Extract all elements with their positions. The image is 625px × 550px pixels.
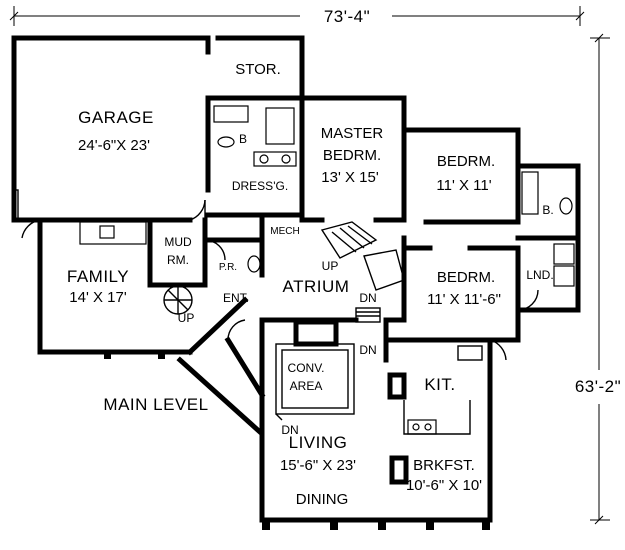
room-label-powder-room: P.R. bbox=[219, 262, 237, 273]
walls bbox=[11, 35, 581, 523]
room-size-bedroom-2: 11' X 11' bbox=[436, 177, 491, 194]
stair-label-up-atrium: UP bbox=[322, 259, 339, 273]
room-label-family: FAMILY bbox=[67, 267, 129, 286]
room-size-living: 15'-6" X 23' bbox=[280, 457, 356, 474]
room-label-laundry: LND. bbox=[526, 268, 553, 282]
room-label-master-2: BEDRM. bbox=[323, 147, 381, 164]
room-label-bedroom-2: BEDRM. bbox=[437, 153, 495, 170]
stair-label-dn-living: DN bbox=[281, 423, 298, 437]
room-label-conv-area-2: AREA bbox=[290, 379, 323, 393]
room-size-master: 13' X 15' bbox=[321, 169, 379, 186]
room-label-dressing: DRESS'G. bbox=[232, 179, 288, 193]
stair-label-up-family: UP bbox=[178, 311, 195, 325]
stair-label-dn-atrium: DN bbox=[359, 291, 376, 305]
posts bbox=[104, 352, 490, 530]
overall-width-dimension: 73'-4" bbox=[324, 7, 370, 26]
room-label-bedroom-3: BEDRM. bbox=[437, 269, 495, 286]
room-size-family: 14' X 17' bbox=[69, 289, 127, 306]
room-label-garage: GARAGE bbox=[78, 108, 154, 127]
room-label-conv-area: CONV. bbox=[288, 361, 325, 375]
room-label-bath-2: B. bbox=[542, 203, 553, 217]
room-label-mudroom-2: RM. bbox=[167, 253, 189, 267]
room-label-atrium: ATRIUM bbox=[283, 277, 350, 296]
dimension-lines bbox=[9, 6, 620, 525]
room-label-master: MASTER bbox=[321, 125, 384, 142]
room-label-entry: ENT. bbox=[223, 291, 249, 305]
room-label-breakfast: BRKFST. bbox=[413, 457, 475, 474]
room-size-bedroom-3: 11' X 11'-6" bbox=[427, 291, 501, 308]
room-label-dining: DINING bbox=[296, 491, 349, 508]
room-label-master-bath: B bbox=[239, 132, 247, 146]
room-label-mudroom: MUD bbox=[164, 235, 192, 249]
room-label-living: LIVING bbox=[289, 433, 348, 452]
fixtures bbox=[79, 105, 575, 485]
room-label-kitchen: KIT. bbox=[424, 375, 455, 394]
room-label-storage: STOR. bbox=[235, 61, 281, 78]
door-swings bbox=[21, 199, 539, 361]
room-size-breakfast: 10'-6" X 10' bbox=[406, 477, 482, 494]
stair-label-dn-conv: DN bbox=[359, 343, 376, 357]
level-label: MAIN LEVEL bbox=[103, 395, 208, 414]
overall-depth-dimension: 63'-2" bbox=[575, 377, 621, 396]
room-label-mech: MECH bbox=[270, 226, 299, 237]
room-size-garage: 24'-6"X 23' bbox=[78, 137, 150, 154]
